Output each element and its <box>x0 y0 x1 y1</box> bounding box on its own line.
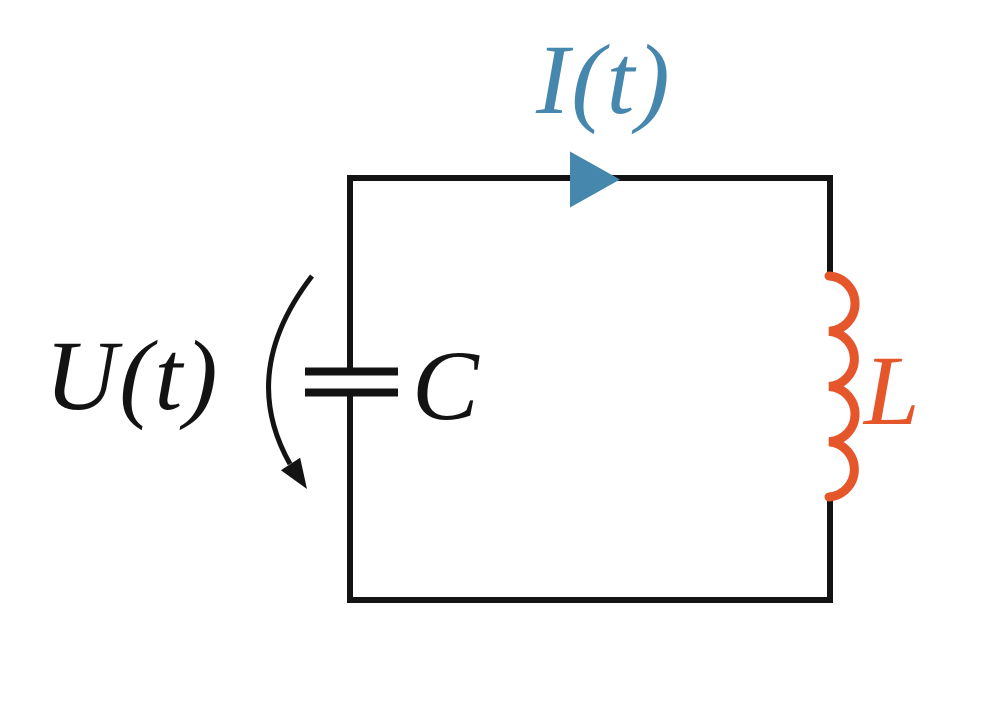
voltage-label: U(t) <box>45 320 220 431</box>
voltage-arrowhead <box>280 457 307 489</box>
current-direction-arrow-icon <box>570 151 620 208</box>
voltage-arrow-arc <box>266 274 314 466</box>
voltage-direction-arrow-icon <box>266 274 314 489</box>
capacitor-label: C <box>412 330 481 441</box>
inductor-label: L <box>864 335 922 446</box>
capacitor-wire-gap <box>341 374 359 390</box>
current-label: I(t) <box>536 24 672 135</box>
inductor-coil-symbol <box>824 271 860 502</box>
capacitor-symbol <box>305 367 398 397</box>
